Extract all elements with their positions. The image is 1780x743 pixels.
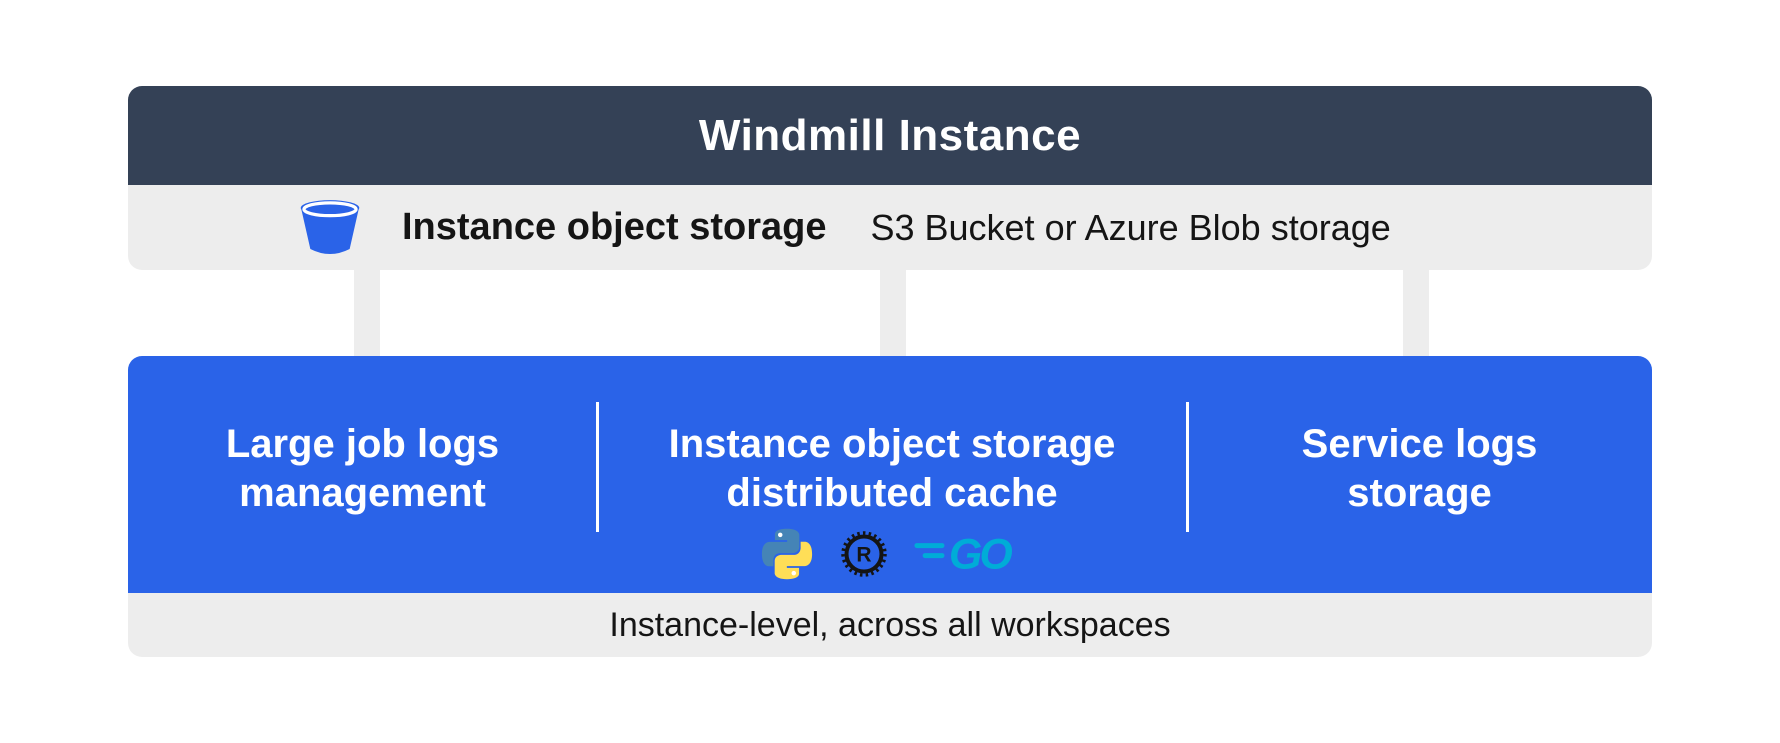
scope-footer: Instance-level, across all workspaces bbox=[128, 593, 1652, 657]
storage-row-title: Instance object storage bbox=[402, 206, 827, 248]
section-large-job-logs: Large job logs management bbox=[128, 356, 597, 593]
instance-header: Windmill Instance bbox=[128, 86, 1652, 185]
instance-title: Windmill Instance bbox=[698, 110, 1082, 160]
section-divider bbox=[1186, 402, 1189, 532]
storage-features-card: Large job logs management Instance objec… bbox=[128, 356, 1652, 657]
svg-text:GO: GO bbox=[949, 534, 1013, 574]
windmill-instance-card: Windmill Instance Instance object storag… bbox=[128, 86, 1652, 270]
scope-footer-label: Instance-level, across all workspaces bbox=[609, 605, 1171, 644]
arrow-stem bbox=[880, 270, 906, 358]
section-title-line: Service logs bbox=[1301, 422, 1538, 466]
section-title-line: storage bbox=[1347, 471, 1492, 515]
section-title-line: Instance object storage bbox=[668, 422, 1116, 466]
svg-text:R: R bbox=[856, 544, 871, 567]
python-icon bbox=[761, 528, 813, 580]
section-divider bbox=[596, 402, 599, 532]
go-icon: GO bbox=[914, 534, 1015, 574]
arrow-stem bbox=[354, 270, 380, 358]
language-icons-row: R GO bbox=[759, 526, 1025, 582]
section-title-line: management bbox=[239, 471, 486, 515]
rust-icon: R bbox=[841, 531, 887, 577]
features-panel: Large job logs management Instance objec… bbox=[128, 356, 1652, 593]
section-service-logs: Service logs storage bbox=[1187, 356, 1652, 593]
bucket-icon bbox=[300, 199, 360, 254]
storage-row-subtitle: S3 Bucket or Azure Blob storage bbox=[870, 206, 1391, 248]
section-distributed-cache: Instance object storage distributed cach… bbox=[597, 356, 1187, 593]
arrow-stem bbox=[1403, 270, 1429, 358]
section-title-line: Large job logs bbox=[225, 422, 500, 466]
section-title-line: distributed cache bbox=[726, 471, 1058, 515]
instance-object-storage-row: Instance object storage S3 Bucket or Azu… bbox=[128, 185, 1652, 270]
